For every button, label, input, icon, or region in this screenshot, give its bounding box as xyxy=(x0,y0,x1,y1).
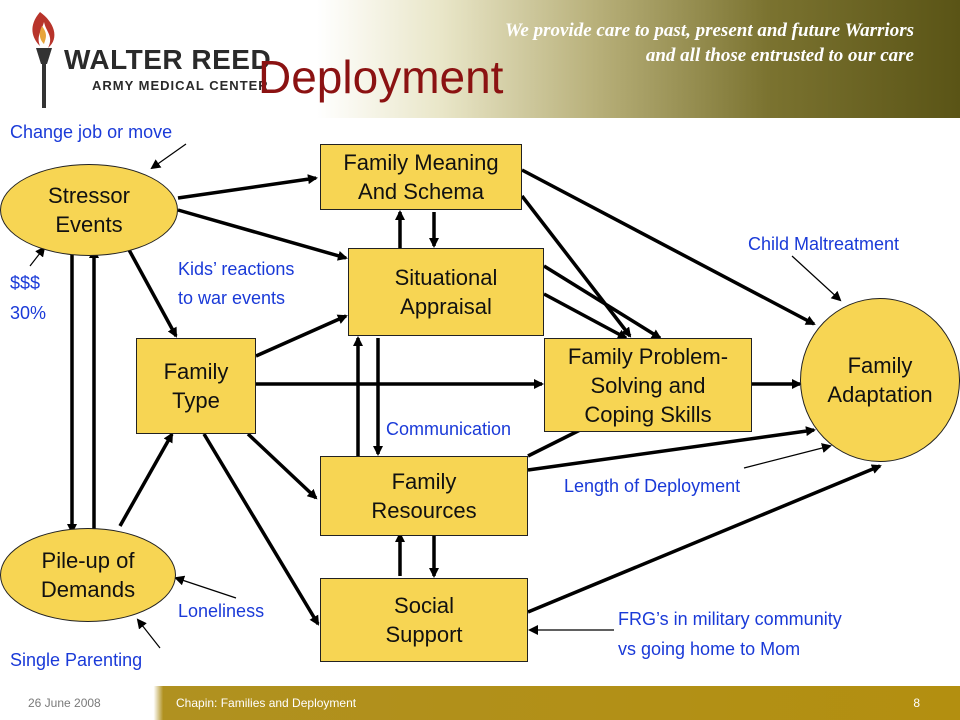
pointer-money xyxy=(29,246,46,267)
arrow-stressor-to-type xyxy=(126,247,178,338)
arrow-type-to-resources xyxy=(246,432,318,500)
annotation-length-of-deployment: Length of Deployment xyxy=(564,476,741,496)
footer-page-number: 8 xyxy=(913,696,920,710)
footer-bar: 26 June 2008 Chapin: Families and Deploy… xyxy=(0,686,960,720)
annotation-single-parenting: Single Parenting xyxy=(10,650,143,670)
logo-name: WALTER REED xyxy=(64,44,272,75)
annotation-kids-reactions-line-1: Kids’ reactions xyxy=(178,259,295,279)
node-family-type-line-2: Type xyxy=(172,388,220,413)
logo-subtitle: ARMY MEDICAL CENTER xyxy=(92,78,269,93)
node-social-line-2: Support xyxy=(385,622,463,647)
footer-title: Chapin: Families and Deployment xyxy=(176,696,357,710)
node-adaptation-line-2: Adaptation xyxy=(827,382,933,407)
annotation-communication: Communication xyxy=(386,419,512,439)
annotation-money: $$$ xyxy=(10,273,41,293)
annotation-kids-reactions-line-2: to war events xyxy=(178,288,286,308)
node-family-meaning-line-2: And Schema xyxy=(358,179,484,204)
node-social-line-1: Social xyxy=(394,593,454,618)
tagline: We provide care to past, present and fut… xyxy=(454,18,914,68)
pointer-child-maltreatment xyxy=(791,255,842,302)
arrow-stressor-to-meaning xyxy=(177,174,318,200)
node-family-meaning-line-1: Family Meaning xyxy=(343,150,499,175)
tagline-line-1: We provide care to past, present and fut… xyxy=(504,20,914,41)
node-family-meaning-and-schema: Family Meaning And Schema xyxy=(320,144,522,210)
arrow-stressor-to-appraisal xyxy=(177,208,348,261)
arrow-appraisal-to-problem-2 xyxy=(543,292,628,340)
node-problem-solving-line-2: Solving and xyxy=(590,372,706,398)
annotation-percent: 30% xyxy=(10,303,47,323)
node-family-resources: Family Resources xyxy=(320,456,528,536)
pointer-single-parenting xyxy=(136,618,161,649)
node-family-adaptation: Family Adaptation xyxy=(800,298,960,462)
annotation-change-job: Change job or move xyxy=(10,122,173,142)
header-band xyxy=(0,0,960,118)
node-stressor-events: Stressor Events xyxy=(0,164,178,256)
walter-reed-logo: WALTER REED ARMY MEDICAL CENTER xyxy=(14,8,271,112)
node-problem-solving-line-3: Coping Skills xyxy=(584,401,712,427)
node-situational-appraisal: Situational Appraisal xyxy=(348,248,544,336)
node-family-type-line-1: Family xyxy=(163,359,229,384)
tagline-line-2: and all those entrusted to our care xyxy=(645,45,914,66)
pointer-loneliness xyxy=(174,575,237,599)
node-stressor-events-line-1: Stressor xyxy=(48,183,130,208)
node-situational-line-1: Situational xyxy=(394,265,498,290)
arrow-type-to-social xyxy=(202,433,320,626)
arrow-type-to-appraisal xyxy=(255,314,348,358)
node-situational-line-2: Appraisal xyxy=(400,294,492,319)
arrow-meaning-to-problem xyxy=(520,194,632,338)
footer-date: 26 June 2008 xyxy=(28,696,101,710)
arrow-pileup-to-type xyxy=(118,432,174,527)
node-social-support: Social Support xyxy=(320,578,528,662)
annotation-child-maltreatment: Child Maltreatment xyxy=(748,234,900,254)
node-family-problem-solving: Family Problem- Solving and Coping Skill… xyxy=(544,338,752,432)
arrow-social-to-adaptation xyxy=(527,464,882,614)
annotation-frg-line-2: vs going home to Mom xyxy=(618,639,801,659)
annotation-frg-line-1: FRG’s in military community xyxy=(618,609,842,629)
node-adaptation-line-1: Family xyxy=(847,353,913,378)
pointer-length-deployment xyxy=(743,443,832,469)
node-pile-up-of-demands: Pile-up of Demands xyxy=(0,528,176,622)
arrow-meaning-to-adaptation xyxy=(521,168,816,326)
node-resources-line-1: Family xyxy=(391,469,457,494)
node-stressor-events-line-2: Events xyxy=(55,212,123,237)
annotation-loneliness: Loneliness xyxy=(178,601,265,621)
node-family-type: Family Type xyxy=(136,338,256,434)
node-pile-up-line-1: Pile-up of xyxy=(41,548,135,573)
slide-title: Deployment xyxy=(258,51,504,103)
node-problem-solving-line-1: Family Problem- xyxy=(567,343,729,369)
node-pile-up-line-2: Demands xyxy=(40,577,136,602)
torch-icon xyxy=(32,12,55,108)
arrow-appraisal-to-problem xyxy=(543,264,662,340)
arrow-resources-to-adaptation xyxy=(527,426,816,472)
pointer-change-job xyxy=(150,143,187,170)
node-resources-line-2: Resources xyxy=(371,498,477,523)
